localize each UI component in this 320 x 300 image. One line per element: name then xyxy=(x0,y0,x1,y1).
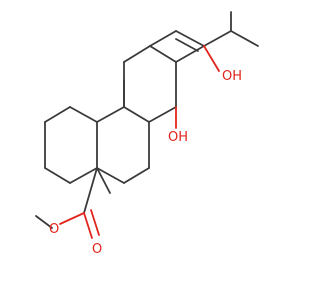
hydroxyl-bond xyxy=(203,45,220,72)
carbonyl-oxygen-label: O xyxy=(92,242,102,257)
bond xyxy=(96,106,125,123)
bond xyxy=(148,106,177,123)
bond xyxy=(123,106,150,123)
bond xyxy=(203,30,232,47)
carbonyl-bond xyxy=(90,209,100,236)
bond xyxy=(123,167,150,184)
hydroxyl-label: OH xyxy=(168,130,188,145)
carbonyl-bond xyxy=(83,212,93,239)
bond xyxy=(44,106,71,123)
bond xyxy=(123,45,151,63)
bond xyxy=(149,45,177,63)
hydroxyl-label: OH xyxy=(222,69,242,84)
ester-oxygen-label: O xyxy=(49,222,59,237)
bond xyxy=(175,45,205,63)
bond xyxy=(44,167,71,184)
double-bond-line xyxy=(175,38,199,52)
bond xyxy=(69,167,98,184)
methoxy-bond xyxy=(35,215,53,229)
bond xyxy=(230,30,259,47)
bond xyxy=(149,30,177,47)
double-bond-line xyxy=(175,30,205,47)
bond xyxy=(96,167,125,184)
bond xyxy=(83,167,98,214)
ester-oxygen-bond xyxy=(59,212,85,225)
bond xyxy=(69,106,98,123)
molecule-structure: OH OH O O xyxy=(35,11,259,257)
methyl-bond xyxy=(96,167,111,194)
